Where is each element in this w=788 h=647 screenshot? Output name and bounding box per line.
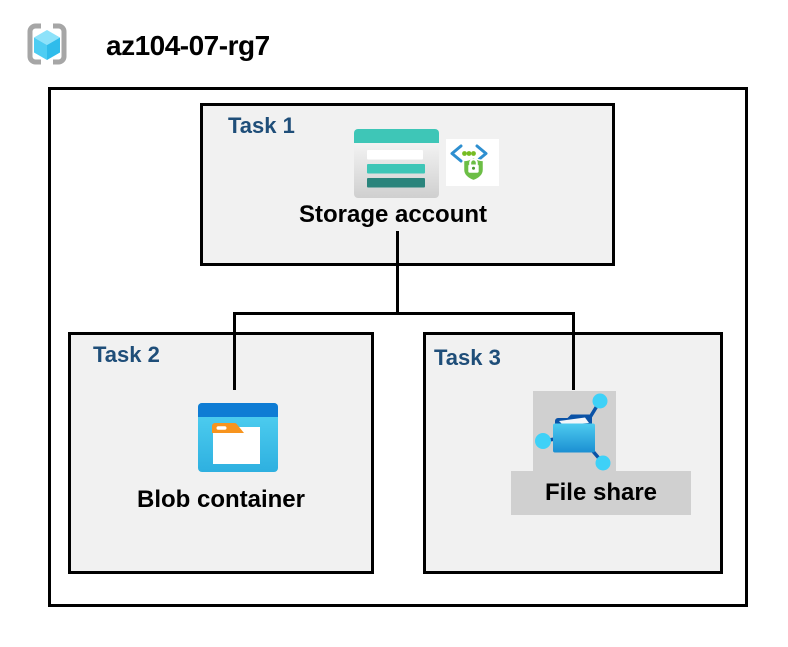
- connector-storage-stem: [396, 231, 399, 315]
- connector-to-file-share: [572, 312, 575, 390]
- file-share-caption: File share: [544, 479, 658, 506]
- file-share-icon-highlight: [533, 391, 616, 471]
- blob-container-caption: Blob container: [136, 486, 305, 513]
- task1-label: Task 1: [228, 113, 295, 138]
- task2-label: Task 2: [93, 342, 160, 367]
- resource-group-icon: [24, 20, 70, 68]
- resource-group-name: az104-07-rg7: [106, 30, 270, 61]
- connector-to-blob-container: [233, 312, 236, 390]
- connector-horizontal: [233, 312, 575, 315]
- storage-account-icon: [354, 129, 439, 198]
- task3-label: Task 3: [434, 345, 501, 370]
- secure-access-badge-icon: [446, 139, 499, 186]
- blob-container-icon: [198, 403, 278, 472]
- file-share-label-highlight: File share: [511, 471, 691, 515]
- storage-account-caption: Storage account: [298, 201, 488, 228]
- task2-box: Task 2 Blob container: [68, 332, 374, 574]
- task1-box: Task 1: [200, 103, 615, 266]
